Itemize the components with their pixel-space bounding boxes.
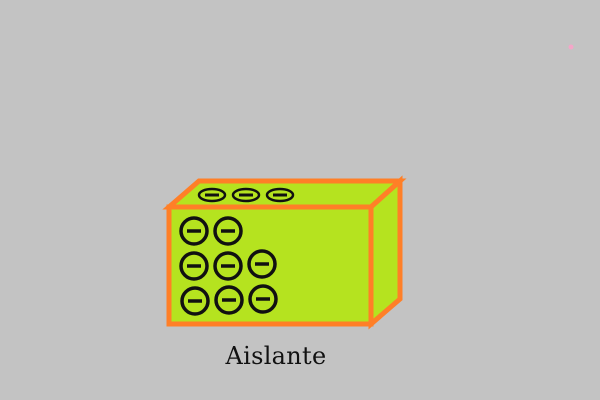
negative-charge-front-6 bbox=[180, 286, 210, 316]
front-face-charges bbox=[179, 216, 278, 316]
diagram-caption: Aislante bbox=[225, 342, 327, 370]
negative-charge-top-2 bbox=[231, 187, 261, 203]
negative-charge-front-8 bbox=[248, 284, 278, 314]
stray-dot bbox=[568, 44, 574, 50]
negative-charge-top-3 bbox=[265, 187, 295, 203]
negative-charge-front-4 bbox=[213, 251, 243, 281]
negative-charge-front-7 bbox=[214, 285, 244, 315]
top-face-charges bbox=[197, 187, 295, 203]
negative-charge-front-2 bbox=[213, 216, 243, 246]
block-side-face bbox=[368, 175, 403, 330]
block-front-face bbox=[166, 204, 374, 327]
negative-charge-front-5 bbox=[247, 249, 277, 279]
negative-charge-top-1 bbox=[197, 187, 227, 203]
negative-charge-front-1 bbox=[179, 216, 209, 246]
negative-charge-front-3 bbox=[179, 251, 209, 281]
